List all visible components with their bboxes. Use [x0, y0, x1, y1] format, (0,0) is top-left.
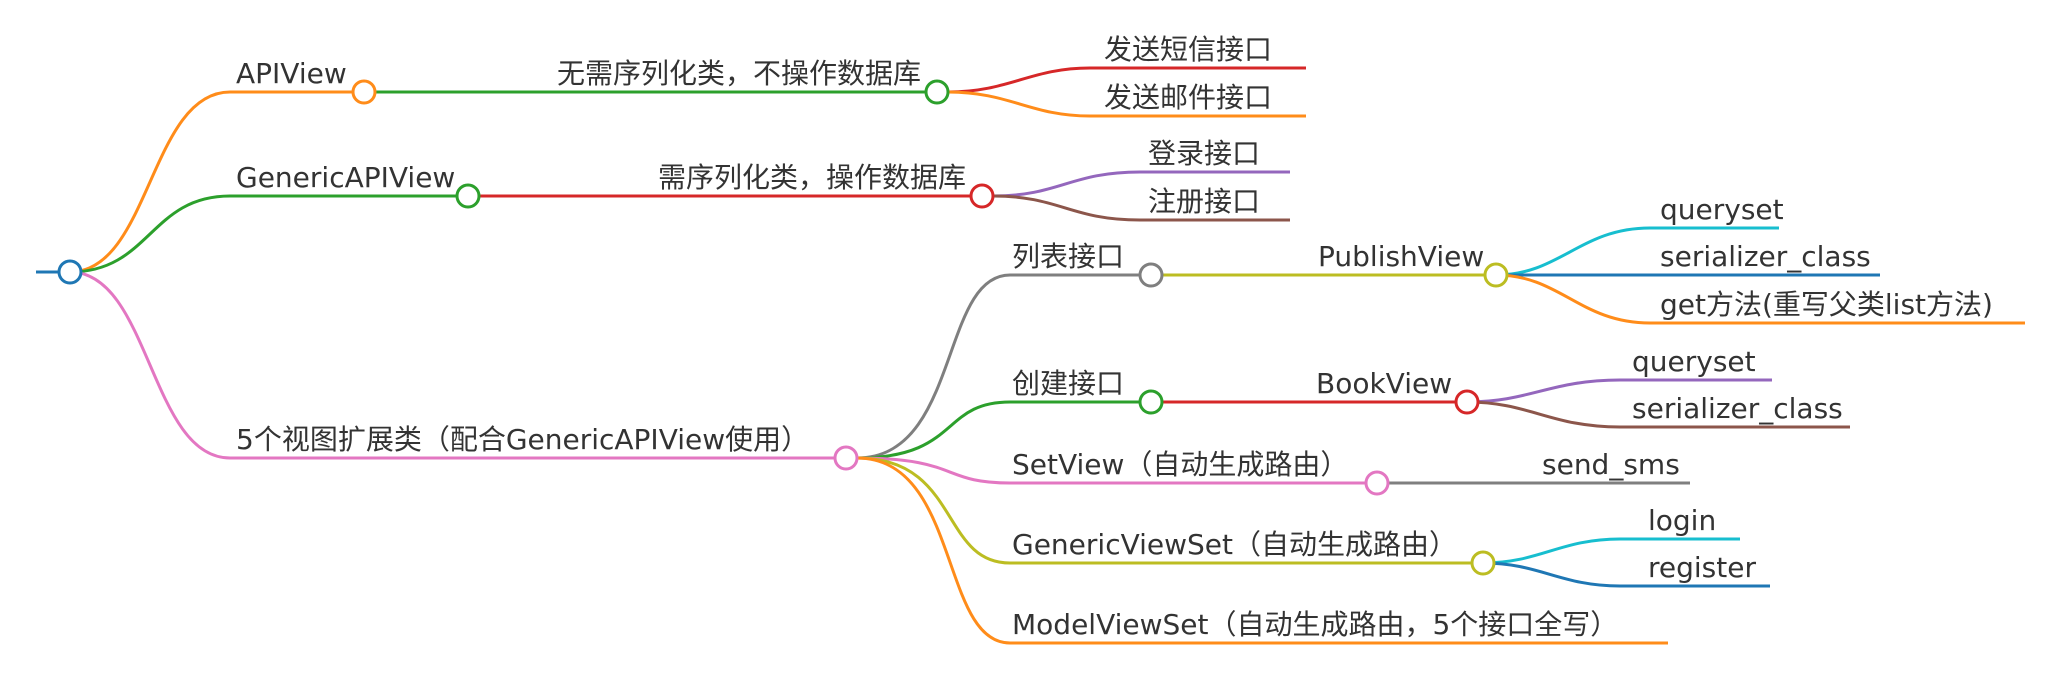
generic-leaf-1: 登录接口	[1148, 137, 1260, 170]
gvs-label: GenericViewSet（自动生成路由）	[1012, 528, 1457, 561]
generic-child-label: 需序列化类，操作数据库	[658, 161, 966, 194]
generic-node[interactable]	[455, 183, 481, 209]
mvs-label: ModelViewSet（自动生成路由，5个接口全写）	[1012, 608, 1618, 641]
gvs-leaf-1: login	[1648, 504, 1716, 537]
publish-node[interactable]	[1483, 262, 1509, 288]
five-label: 5个视图扩展类（配合GenericAPIView使用）	[236, 423, 809, 456]
edge-root-five	[69, 270, 846, 460]
edge-five-gvs	[856, 456, 1472, 565]
generic-leaf-2: 注册接口	[1148, 185, 1260, 218]
apiview-child-node[interactable]	[924, 79, 950, 105]
setview-label: SetView（自动生成路由）	[1012, 448, 1348, 481]
edge-root-generic	[69, 194, 468, 274]
list-node[interactable]	[1138, 262, 1164, 288]
edge-generic-leaf-2	[992, 194, 1290, 222]
book-label: BookView	[1316, 367, 1452, 400]
setview-leaf-1: send_sms	[1542, 448, 1680, 481]
edge-publish-leaf-3	[1495, 273, 2025, 325]
apiview-child-label: 无需序列化类，不操作数据库	[557, 57, 921, 90]
gvs-leaf-2: register	[1648, 551, 1756, 584]
edge-book-leaf-1	[1466, 378, 1772, 404]
edge-root-apiview	[69, 90, 364, 274]
generic-label: GenericAPIView	[236, 161, 455, 194]
edge-five-mvs	[856, 456, 1668, 645]
apiview-leaf-2: 发送邮件接口	[1104, 81, 1272, 114]
list-label: 列表接口	[1012, 240, 1124, 273]
publish-label: PublishView	[1318, 240, 1484, 273]
edge-book-leaf-2	[1466, 400, 1850, 429]
edge-gvs-leaf-2	[1482, 561, 1770, 588]
edge-five-setview	[856, 456, 1366, 485]
edge-apiview-leaf-2	[947, 90, 1306, 118]
edge-apiview-leaf-1	[947, 66, 1306, 94]
create-node[interactable]	[1138, 389, 1164, 415]
book-leaf-2: serializer_class	[1632, 392, 1843, 425]
edge-five-list	[856, 273, 1140, 460]
setview-node[interactable]	[1364, 470, 1390, 496]
apiview-node[interactable]	[351, 79, 377, 105]
root-node[interactable]	[57, 259, 83, 285]
publish-leaf-2: serializer_class	[1660, 240, 1871, 273]
create-label: 创建接口	[1012, 367, 1124, 400]
edge-generic-leaf-1	[992, 170, 1290, 198]
gvs-node[interactable]	[1470, 550, 1496, 576]
edge-publish-leaf-1	[1495, 226, 1779, 277]
book-leaf-1: queryset	[1632, 345, 1756, 378]
edge-gvs-leaf-1	[1482, 537, 1740, 565]
publish-leaf-3: get方法(重写父类list方法)	[1660, 288, 1993, 321]
five-node[interactable]	[833, 445, 859, 471]
edge-five-create	[856, 400, 1140, 460]
generic-child-node[interactable]	[969, 183, 995, 209]
apiview-label: APIView	[236, 57, 347, 90]
publish-leaf-1: queryset	[1660, 193, 1784, 226]
book-node[interactable]	[1454, 389, 1480, 415]
apiview-leaf-1: 发送短信接口	[1104, 33, 1272, 66]
